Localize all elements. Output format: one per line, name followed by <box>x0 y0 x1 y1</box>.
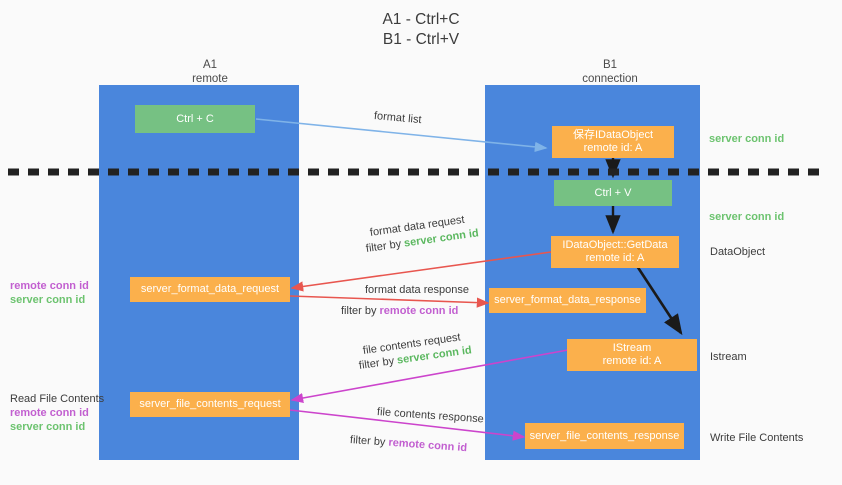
arrow-file-contents-request <box>290 349 569 404</box>
note-left-read-file-contents: Read File Contents remote conn id server… <box>10 392 104 434</box>
node-istream-line-1: remote id: A <box>602 355 662 367</box>
node-idataobject-getdata-line-1: remote id: A <box>585 252 645 264</box>
node-ctrl-c[interactable]: Ctrl + C <box>135 105 255 133</box>
node-server-format-data-request-line-0: server_format_data_request <box>140 283 280 295</box>
note-left-conn-ids: remote conn id server conn id <box>10 279 89 307</box>
note-right-server-conn-id-1: server conn id <box>709 132 784 146</box>
node-ctrl-v-line-0: Ctrl + V <box>594 186 632 199</box>
node-istream-line-0: IStream <box>612 342 652 354</box>
token-remote-conn-id: remote conn id <box>379 305 459 317</box>
node-server-format-data-response-line-0: server_format_data_response <box>494 294 641 306</box>
arrow-getdata-to-istream <box>635 265 683 336</box>
note-line: server conn id <box>709 133 785 145</box>
note-line: remote conn id <box>10 407 89 419</box>
note-line: server conn id <box>10 421 86 433</box>
lane-a1-name: A1 <box>202 59 218 71</box>
lane-a1-sub: remote <box>192 73 228 85</box>
node-istream[interactable]: IStream remote id: A <box>567 339 697 371</box>
note-line: server conn id <box>709 211 785 223</box>
note-right-write-file-contents: Write File Contents <box>710 431 803 445</box>
node-idataobject-getdata-line-0: IDataObject::GetData <box>562 239 668 251</box>
note-line: remote conn id <box>10 280 89 292</box>
arrow-format-data-response <box>289 295 490 308</box>
note-line: server conn id <box>10 294 86 306</box>
node-idataobject-getdata[interactable]: IDataObject::GetData remote id: A <box>551 236 679 268</box>
arrow-file-contents-response <box>289 409 526 441</box>
lane-header-b1: B1 connection <box>525 58 695 86</box>
note-right-istream: Istream <box>710 350 747 364</box>
edge-label-format-data-response: format data response <box>365 284 469 296</box>
note-line: Istream <box>710 351 747 363</box>
note-right-server-conn-id-2: server conn id <box>709 210 784 224</box>
node-server-file-contents-response[interactable]: server_file_contents_response <box>525 423 684 449</box>
node-server-file-contents-request[interactable]: server_file_contents_request <box>130 392 290 417</box>
node-server-file-contents-request-line-0: server_file_contents_request <box>139 398 281 410</box>
filter-prefix: filter by <box>341 305 380 317</box>
arrow-format-list <box>255 118 548 152</box>
node-ctrl-c-line-0: Ctrl + C <box>176 112 214 125</box>
node-ctrl-v[interactable]: Ctrl + V <box>554 180 672 206</box>
lane-b1-sub: connection <box>582 73 638 85</box>
note-line: Write File Contents <box>710 432 804 444</box>
node-server-format-data-request[interactable]: server_format_data_request <box>130 277 290 302</box>
note-line: DataObject <box>710 246 766 258</box>
lane-header-a1: A1 remote <box>125 58 295 86</box>
node-save-idataobject-line-1: remote id: A <box>583 142 643 154</box>
node-server-format-data-response[interactable]: server_format_data_response <box>489 288 646 313</box>
note-right-dataobject: DataObject <box>710 245 765 259</box>
node-save-idataobject[interactable]: 保存IDataObject remote id: A <box>552 126 674 158</box>
node-save-idataobject-line-0: 保存IDataObject <box>572 129 654 141</box>
lane-b1-name: B1 <box>602 59 618 71</box>
arrow-format-data-request <box>290 251 552 292</box>
edge-label-format-data-response-filter: filter by remote conn id <box>341 305 458 317</box>
page-title: A1 - Ctrl+C B1 - Ctrl+V <box>382 11 460 48</box>
node-server-file-contents-response-line-0: server_file_contents_response <box>529 429 680 442</box>
note-line: Read File Contents <box>10 393 105 405</box>
